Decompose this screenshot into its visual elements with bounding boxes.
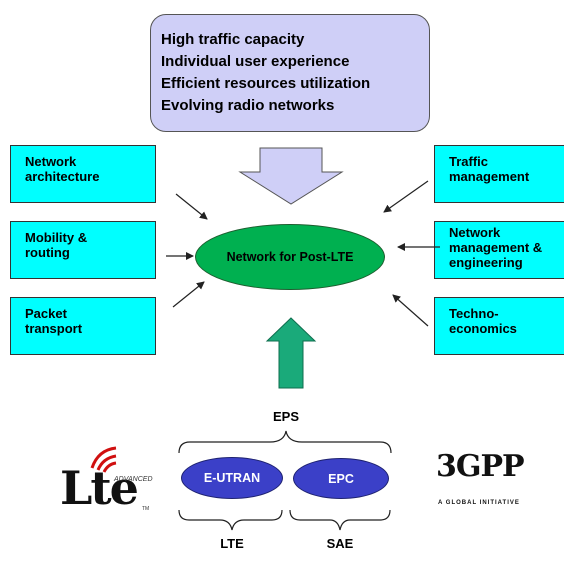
down-arrow-icon bbox=[238, 147, 344, 205]
topic-label-line: management bbox=[449, 169, 530, 184]
requirement-line: Evolving radio networks bbox=[161, 97, 335, 114]
arrow-network-architecture bbox=[175, 193, 208, 220]
topic-packet-transport: Packet transport bbox=[10, 297, 156, 355]
lte-logo-advanced: ADVANCED bbox=[114, 476, 153, 483]
arrow-packet-transport bbox=[172, 281, 205, 308]
up-arrow-icon bbox=[265, 317, 317, 389]
requirement-line: Individual user experience bbox=[161, 53, 350, 70]
eps-brace bbox=[178, 430, 392, 454]
epc-node: EPC bbox=[293, 458, 389, 499]
topic-network-management: Network management & engineering bbox=[434, 221, 564, 279]
topic-label-line: economics bbox=[449, 321, 517, 336]
center-post-lte-node: Network for Post-LTE bbox=[195, 224, 385, 290]
signal-waves-icon bbox=[90, 446, 117, 473]
lte-logo-text: Lte bbox=[60, 461, 139, 515]
arrow-traffic-management bbox=[383, 180, 429, 213]
topic-traffic-management: Traffic management bbox=[434, 145, 564, 203]
epc-label: EPC bbox=[328, 471, 354, 486]
topic-label-line: management & bbox=[449, 240, 543, 255]
topic-label-line: Traffic bbox=[449, 154, 489, 169]
eutran-label: E-UTRAN bbox=[203, 471, 261, 485]
requirement-line: Efficient resources utilization bbox=[161, 75, 371, 92]
lte-caption: LTE bbox=[220, 536, 244, 551]
eutran-node: E-UTRAN bbox=[181, 457, 283, 499]
arrow-techno-economics bbox=[392, 294, 429, 327]
requirements-box: High traffic capacity Individual user ex… bbox=[150, 14, 430, 132]
topic-label-line: Packet bbox=[25, 306, 67, 321]
lte-advanced-logo: Lte ADVANCED TM bbox=[58, 440, 168, 520]
topic-label-line: architecture bbox=[25, 169, 100, 184]
topic-label-line: engineering bbox=[449, 255, 523, 270]
topic-label-line: Mobility & bbox=[25, 230, 88, 245]
3gpp-logo-tagline: A GLOBAL INITIATIVE bbox=[438, 500, 520, 506]
requirement-line: High traffic capacity bbox=[161, 31, 305, 48]
sae-caption: SAE bbox=[326, 536, 354, 551]
eps-label: EPS bbox=[272, 409, 299, 424]
topic-label-line: routing bbox=[25, 245, 70, 260]
lte-logo-trademark: TM bbox=[142, 506, 150, 512]
center-label: Network for Post-LTE bbox=[226, 250, 354, 264]
3gpp-logo: 3GPP A GLOBAL INITIATIVE bbox=[432, 448, 532, 518]
topic-techno-economics: Techno- economics bbox=[434, 297, 564, 355]
lte-brace bbox=[178, 509, 283, 531]
topic-mobility-routing: Mobility & routing bbox=[10, 221, 156, 279]
topic-label-line: Network bbox=[449, 225, 501, 240]
3gpp-logo-text: 3GPP bbox=[436, 449, 525, 484]
sae-brace bbox=[289, 509, 391, 531]
topic-label-line: transport bbox=[25, 321, 83, 336]
topic-label-line: Techno- bbox=[449, 306, 499, 321]
topic-label-line: Network bbox=[25, 154, 77, 169]
topic-network-architecture: Network architecture bbox=[10, 145, 156, 203]
